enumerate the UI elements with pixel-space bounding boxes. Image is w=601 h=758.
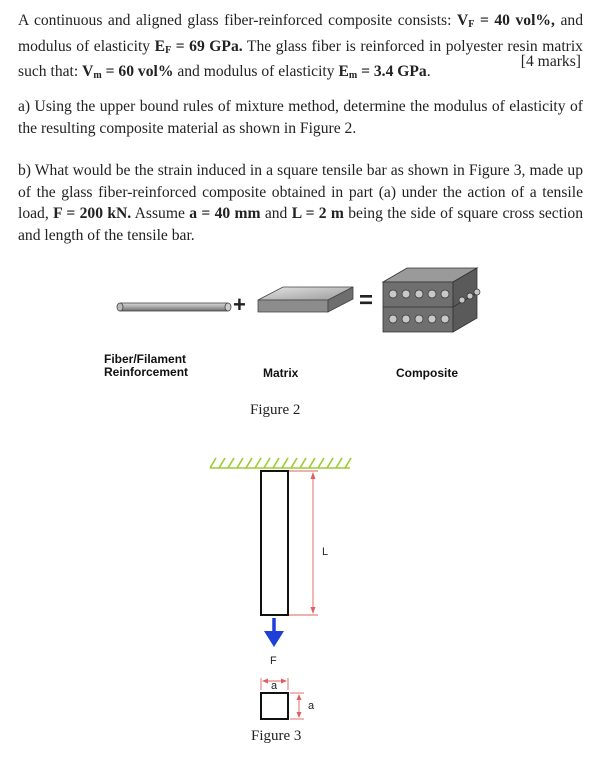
matrix-slab — [257, 286, 354, 313]
force-value: F = 200 kN. — [53, 205, 132, 222]
length-label: L — [322, 546, 329, 558]
length-value: L = 2 m — [291, 205, 344, 222]
intro-text-2: and modulus of elasticity — [18, 12, 583, 55]
cross-section-square — [260, 692, 289, 720]
side-value: a = 40 mm — [189, 205, 261, 222]
fiber-ends-side — [458, 288, 481, 304]
length-dimension — [289, 470, 318, 616]
figure-3-caption: Figure 3 — [251, 728, 302, 744]
intro-text-5: . — [426, 63, 431, 80]
em-symbol: E — [338, 63, 349, 80]
vf-subscript: F — [468, 19, 475, 30]
vm-value: = 60 vol% — [101, 63, 174, 80]
force-arrow — [264, 618, 284, 647]
vf-value: = 40 vol%, — [474, 12, 555, 29]
vm-subscript: m — [93, 70, 102, 81]
force-label: F — [270, 655, 277, 667]
problem-statement: A continuous and aligned glass fiber-rei… — [18, 10, 583, 87]
intro-text-3: The glass fiber is reinforced in polyest… — [18, 37, 583, 81]
fiber-ends-row-2 — [388, 314, 450, 324]
intro-text-4: and modulus of elasticity — [173, 63, 339, 80]
side-label-top: a — [271, 680, 278, 692]
fiber-rod — [116, 302, 232, 312]
fiber-ends-row-1 — [388, 289, 450, 299]
part-b-text-3: and — [260, 205, 292, 222]
vm-symbol: V — [82, 63, 94, 80]
fiber-label: Fiber/Filament Reinforcement — [104, 353, 188, 379]
composite-block — [381, 267, 481, 333]
ef-symbol: E — [154, 37, 166, 55]
marks-label: [4 marks] — [520, 53, 581, 70]
part-b-text-2: Assume — [131, 205, 190, 222]
figure-2-caption: Figure 2 — [250, 402, 301, 418]
matrix-label: Matrix — [263, 366, 299, 380]
part-b-text-1: b) What would be the strain induced in a… — [18, 162, 583, 222]
part-b-text: b) What would be the strain induced in a… — [18, 160, 583, 246]
em-value: = 3.4 GPa — [357, 63, 427, 80]
fixed-support — [209, 457, 352, 469]
equals-sign: = — [359, 287, 374, 314]
fiber-label-line-2: Reinforcement — [104, 365, 189, 379]
intro-text-1: A continuous and aligned glass fiber-rei… — [18, 12, 458, 29]
vf-symbol: V — [457, 12, 469, 29]
composite-label: Composite — [396, 366, 459, 380]
side-label-right: a — [308, 700, 315, 712]
ef-subscript: F — [165, 44, 172, 56]
part-a-text: a) Using the upper bound rules of mixtur… — [18, 98, 583, 137]
ef-value: = 69 GPa. — [171, 37, 243, 55]
cross-section-dimensions — [260, 678, 304, 720]
fiber-label-line-1: Fiber/Filament — [104, 352, 187, 366]
tensile-bar — [260, 470, 289, 616]
em-subscript: m — [348, 70, 358, 81]
part-b-text-4: being the side of square cross section a… — [18, 205, 583, 244]
plus-sign: + — [233, 292, 246, 317]
